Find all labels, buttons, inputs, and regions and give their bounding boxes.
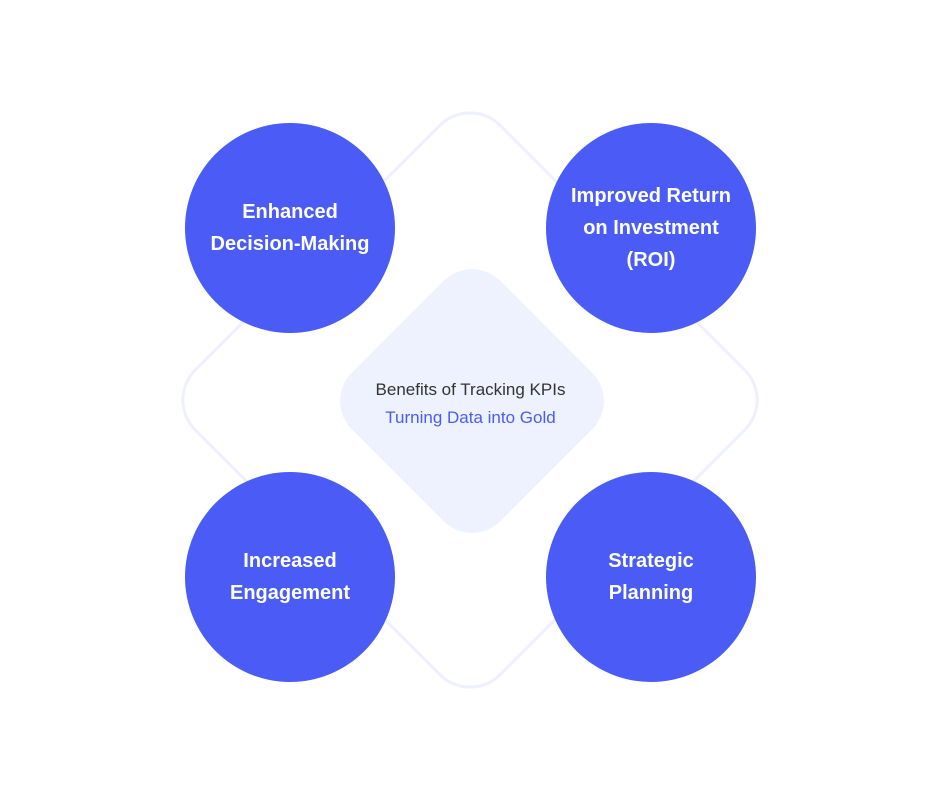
benefit-label: Strategic Planning	[608, 550, 694, 604]
benefit-label: Improved Return on Investment (ROI)	[570, 185, 732, 271]
benefit-label: Enhanced Decision-Making	[210, 201, 370, 255]
center-label: Benefits of Tracking KPIs Turning Data i…	[300, 376, 641, 432]
benefit-circle-roi: Improved Return on Investment (ROI)	[546, 123, 756, 333]
benefit-circle-decision-making: Enhanced Decision-Making	[185, 123, 395, 333]
center-subtitle: Turning Data into Gold	[385, 408, 556, 427]
benefit-circle-engagement: Increased Engagement	[185, 472, 395, 682]
benefit-label: Increased Engagement	[229, 550, 351, 604]
center-title: Benefits of Tracking KPIs	[375, 380, 566, 399]
benefit-circle-strategic-planning: Strategic Planning	[546, 472, 756, 682]
